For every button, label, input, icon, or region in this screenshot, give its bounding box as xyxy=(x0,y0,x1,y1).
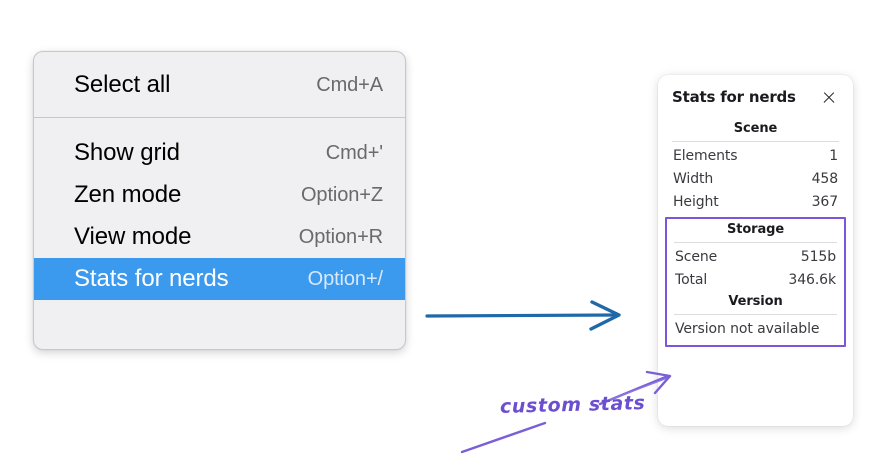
menu-separator xyxy=(34,117,405,118)
section-storage: Storage Scene 515b Total 346.6k xyxy=(674,219,837,291)
menu-item-stats-for-nerds[interactable]: Stats for nerds Option+/ xyxy=(34,258,405,300)
stat-value: 346.6k xyxy=(788,271,836,288)
stat-value: 515b xyxy=(800,248,836,265)
section-heading: Version xyxy=(728,294,783,309)
section-heading: Scene xyxy=(733,121,778,136)
stat-row: Scene 515b xyxy=(674,245,837,268)
close-icon[interactable] xyxy=(821,89,837,105)
section-rule xyxy=(674,314,837,315)
menu-item-show-grid[interactable]: Show grid Cmd+' xyxy=(34,132,405,174)
menu-item-view-mode[interactable]: View mode Option+R xyxy=(34,216,405,258)
stat-value: 367 xyxy=(811,193,839,210)
menu-item-shortcut: Option+/ xyxy=(307,267,383,290)
section-scene: Scene Elements 1 Width 458 Height 367 xyxy=(672,118,839,213)
annotation-label: custom stats xyxy=(499,392,646,418)
section-heading: Storage xyxy=(726,222,785,237)
menu-item-shortcut: Option+Z xyxy=(300,183,383,206)
stat-key: Total xyxy=(675,271,708,288)
menu-item-label: View mode xyxy=(74,223,192,250)
panel-title: Stats for nerds xyxy=(672,88,796,106)
stat-key: Height xyxy=(673,193,719,210)
menu-item-shortcut: Cmd+A xyxy=(316,73,383,96)
context-menu[interactable]: Select all Cmd+A Show grid Cmd+' Zen mod… xyxy=(33,51,406,350)
stat-row: Width 458 xyxy=(672,167,839,190)
flow-arrow-icon xyxy=(425,300,621,331)
panel-titlebar: Stats for nerds xyxy=(672,88,839,106)
stat-row: Total 346.6k xyxy=(674,268,837,291)
menu-item-label: Select all xyxy=(74,71,171,98)
stat-key: Elements xyxy=(673,147,738,164)
menu-item-shortcut: Option+R xyxy=(298,225,383,248)
menu-item-zen-mode[interactable]: Zen mode Option+Z xyxy=(34,174,405,216)
menu-item-label: Stats for nerds xyxy=(74,265,229,292)
stats-for-nerds-panel: Stats for nerds Scene Elements 1 Width 4… xyxy=(658,75,853,426)
section-rule xyxy=(674,242,837,243)
menu-item-select-all[interactable]: Select all Cmd+A xyxy=(34,64,405,106)
stat-row: Height 367 xyxy=(672,190,839,213)
menu-group-2: Show grid Cmd+' Zen mode Option+Z View m… xyxy=(34,118,405,311)
stat-value: 458 xyxy=(811,170,839,187)
menu-group-1: Select all Cmd+A xyxy=(34,52,405,117)
section-rule xyxy=(672,141,839,142)
stat-row: Elements 1 xyxy=(672,144,839,167)
version-value: Version not available xyxy=(675,321,820,337)
menu-item-shortcut: Cmd+' xyxy=(325,141,383,164)
section-version: Version Version not available xyxy=(674,291,837,341)
stat-key: Scene xyxy=(675,248,718,265)
custom-stats-highlight-box: Storage Scene 515b Total 346.6k Version … xyxy=(665,217,846,347)
annotation-underline-stroke xyxy=(460,421,547,454)
menu-item-label: Zen mode xyxy=(74,181,182,208)
stat-value: 1 xyxy=(829,147,838,164)
menu-item-label: Show grid xyxy=(74,139,180,166)
stat-key: Width xyxy=(673,170,714,187)
